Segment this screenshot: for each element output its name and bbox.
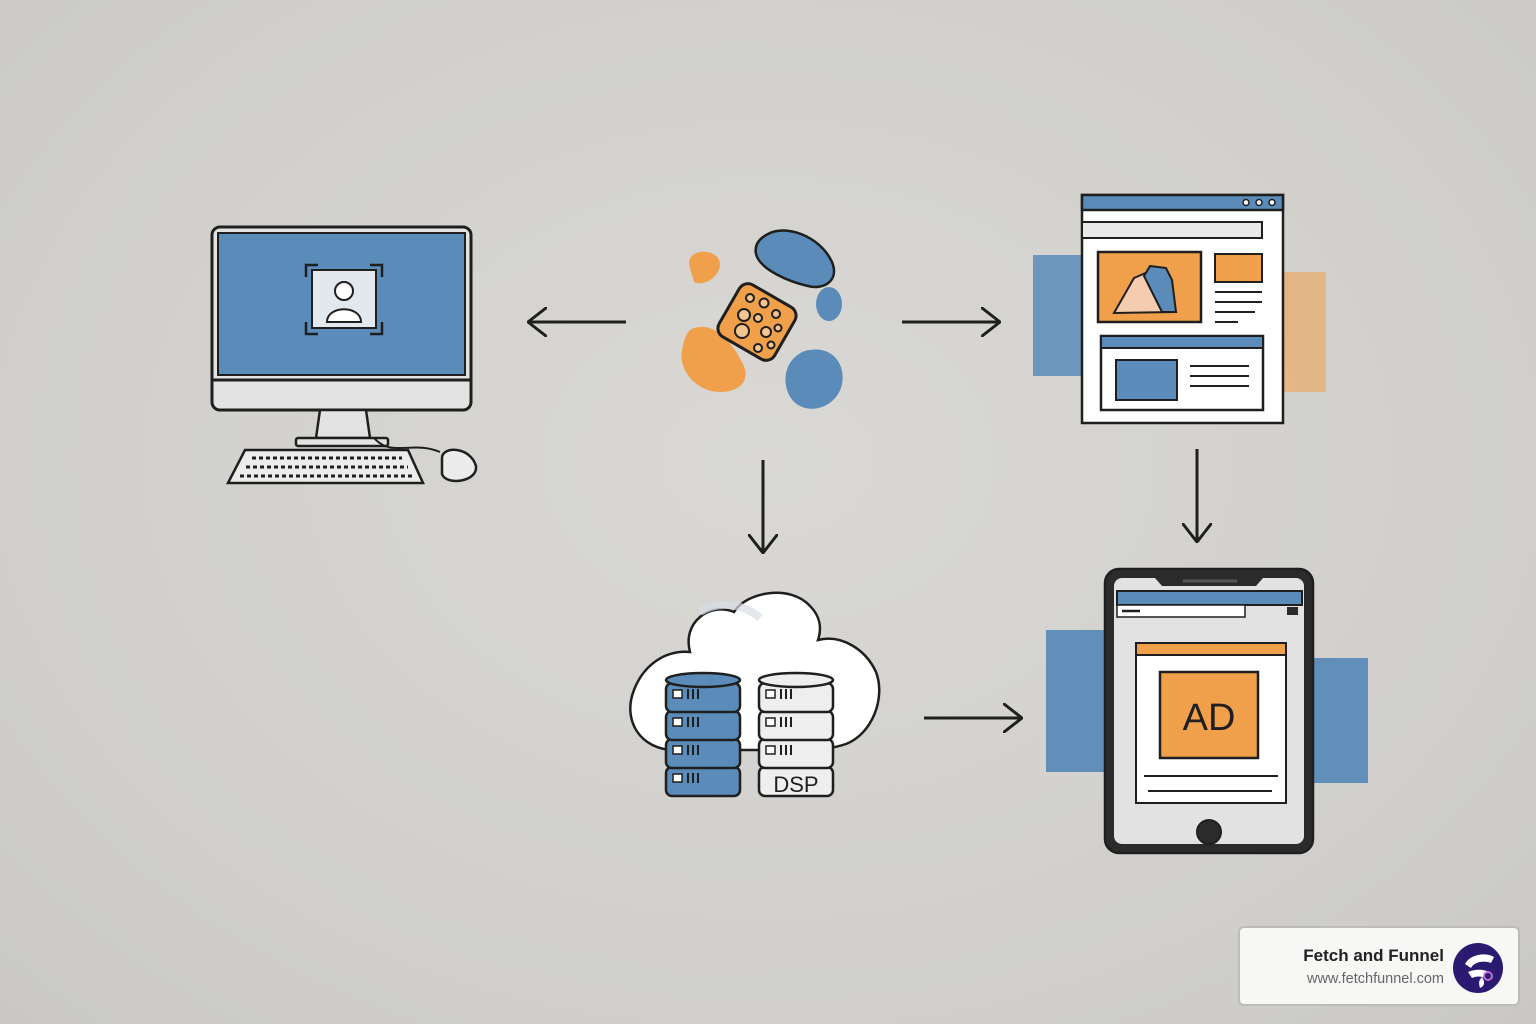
server-stack-dsp: DSP <box>757 671 835 798</box>
webpage-icon <box>1033 193 1326 425</box>
server-stack-blue <box>664 671 742 798</box>
brand-name: Fetch and Funnel <box>1303 946 1444 965</box>
ad-label: AD <box>1183 697 1236 739</box>
fetch-and-funnel-logo <box>1453 943 1503 993</box>
mobile-tablet-icon: AD <box>1046 567 1368 855</box>
profile-frame-icon <box>304 263 384 336</box>
mouse-icon <box>440 448 478 483</box>
cloud-servers-icon: DSP <box>629 591 881 798</box>
dsp-label: DSP <box>773 772 818 797</box>
desktop-computer-icon <box>210 225 478 485</box>
keyboard-icon <box>225 448 425 485</box>
image-icon <box>1112 264 1178 315</box>
brand-url[interactable]: www.fetchfunnel.com <box>1306 971 1444 987</box>
brand-card[interactable]: Fetch and Funnel www.fetchfunnel.com <box>1238 926 1520 1006</box>
data-blob-icon <box>681 229 843 409</box>
